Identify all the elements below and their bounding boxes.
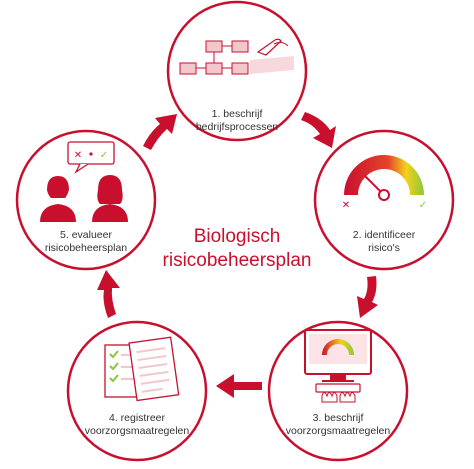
arrow-5-to-1-icon [143, 114, 177, 150]
bubble-x-symbol: ✕ [74, 150, 82, 161]
step-5-circle [15, 129, 157, 271]
arrow-4-to-5-icon [97, 270, 120, 318]
step-5-label-line1: 5. evalueer [60, 229, 112, 241]
step-4-label-line2: voorzorgsmaatregelen [85, 425, 190, 437]
step-4-label-line1: 4. registreer [109, 412, 166, 424]
people-discussion-icon: ✕ ✓ [40, 141, 128, 222]
step-3-label-line1: 3. beschrijf [313, 412, 364, 424]
step-1-label-line1: 1. beschrijf [212, 108, 263, 120]
arrow-1-to-2-icon [301, 112, 336, 148]
step-1-label-line2: bedrijfsprocessen [196, 121, 278, 133]
flowchart-icon [179, 38, 294, 75]
arrow-3-to-4-icon [216, 374, 262, 398]
diagram-title-line1: Biologisch [194, 226, 281, 247]
gauge-icon: ✕ ✓ [342, 155, 427, 211]
diagram-title-line2: risicobeheersplan [163, 250, 312, 271]
bubble-check-symbol: ✓ [100, 150, 108, 161]
step-2-label-line1: 2. identificeer [353, 229, 416, 241]
step-2-label-line2: risico's [368, 242, 400, 254]
arrow-2-to-3-icon [357, 276, 378, 318]
gauge-low-symbol: ✕ [342, 200, 350, 211]
step-5-label-line2: risicobeheersplan [45, 242, 127, 254]
step-3-label-line2: voorzorgsmaatregelen [286, 425, 391, 437]
gauge-high-symbol: ✓ [419, 200, 427, 211]
checklist-icon [104, 336, 180, 402]
computer-icon [304, 329, 372, 403]
